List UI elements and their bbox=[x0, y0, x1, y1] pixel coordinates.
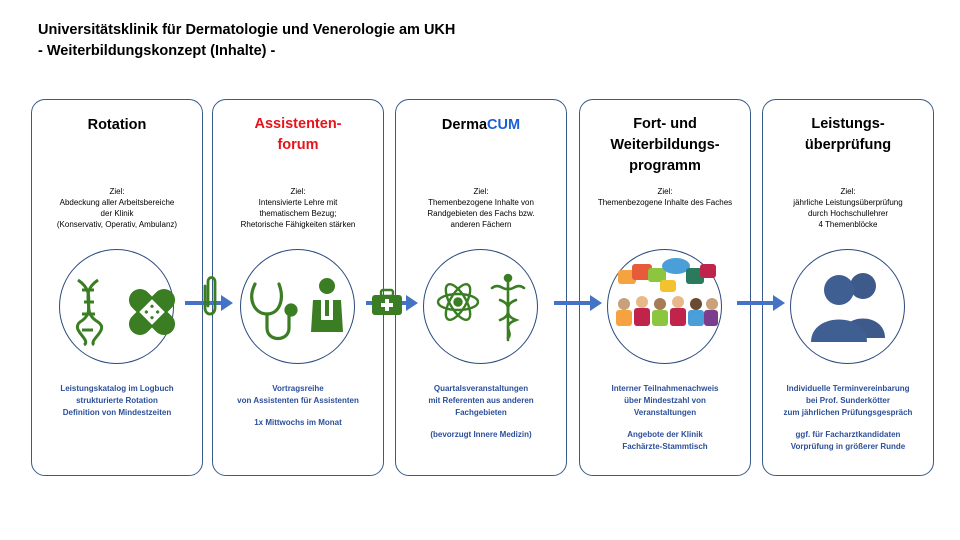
desc-line: ggf. für Facharztkandidaten bbox=[795, 430, 901, 439]
goal-line: durch Hochschullehrer bbox=[807, 209, 889, 218]
card-title: DermaCUM bbox=[396, 115, 566, 136]
speech-bubbles-people-icon bbox=[616, 258, 718, 326]
goal-line: thematischem Bezug; bbox=[259, 209, 337, 218]
desc-line: strukturierte Rotation bbox=[76, 396, 158, 405]
doctor-icon bbox=[311, 278, 343, 332]
goal-text: Ziel: Intensivierte Lehre mit thematisch… bbox=[219, 186, 377, 230]
desc-line: Fachgebieten bbox=[455, 408, 507, 417]
card-rotation: Rotation Ziel: Abdeckung aller Arbeitsbe… bbox=[31, 99, 203, 476]
desc-line: Interner Teilnahmenachweis bbox=[611, 384, 719, 393]
title-prefix: Derma bbox=[441, 117, 488, 133]
desc-line: Definition von Mindestzeiten bbox=[62, 408, 172, 417]
card-title: Fort- und Weiterbildungs- programm bbox=[580, 114, 750, 177]
goal-label: Ziel: bbox=[840, 187, 856, 196]
card-title-line: Assistenten- bbox=[254, 116, 342, 132]
desc-line: 1x Mittwochs im Monat bbox=[254, 418, 342, 427]
icon-circle bbox=[607, 249, 722, 364]
description: Vortragsreihe von Assistenten für Assist… bbox=[219, 383, 377, 429]
description: Leistungskatalog im Logbuch strukturiert… bbox=[38, 383, 196, 419]
desc-line: zum jährlichen Prüfungsgespräch bbox=[783, 408, 913, 417]
goal-line: Rhetorische Fähigkeiten stärken bbox=[240, 220, 356, 229]
icon-circle bbox=[59, 249, 176, 364]
spacer bbox=[769, 419, 927, 429]
desc-line: Individuelle Terminvereinbarung bbox=[786, 384, 910, 393]
card-title: Rotation bbox=[32, 115, 202, 136]
arrow-3 bbox=[554, 295, 602, 311]
goal-line: Randgebieten des Fachs bzw. bbox=[427, 209, 535, 218]
bandage-icon bbox=[128, 288, 176, 336]
goal-label: Ziel: bbox=[109, 187, 125, 196]
card-title-line: programm bbox=[629, 158, 701, 174]
desc-line: bei Prof. Sunderkötter bbox=[805, 396, 890, 405]
goal-line: Intensivierte Lehre mit bbox=[258, 198, 338, 207]
description: Interner Teilnahmenachweis über Mindestz… bbox=[586, 383, 744, 453]
paperclip-icon bbox=[203, 276, 217, 316]
dna-icon bbox=[76, 278, 104, 347]
spacer bbox=[402, 419, 560, 429]
card-dermacum: DermaCUM Ziel: Themenbezogene Inhalte vo… bbox=[395, 99, 567, 476]
desc-line: von Assistenten für Assistenten bbox=[237, 396, 359, 405]
card-title-line: Rotation bbox=[87, 117, 147, 133]
two-persons-icon bbox=[811, 273, 885, 342]
goal-text: Ziel: jährliche Leistungsüberprüfung dur… bbox=[769, 186, 927, 230]
card-title-line: Leistungs- bbox=[811, 116, 885, 132]
goal-line: 4 Themenblöcke bbox=[818, 220, 878, 229]
atom-icon bbox=[436, 283, 480, 321]
desc-line: Quartalsveranstaltungen bbox=[433, 384, 529, 393]
medical-bag-icon bbox=[372, 288, 402, 315]
arrow-4 bbox=[737, 295, 785, 311]
page-title: Universitätsklinik für Dermatologie und … bbox=[38, 20, 455, 62]
goal-label: Ziel: bbox=[657, 187, 673, 196]
goal-line: jährliche Leistungsüberprüfung bbox=[793, 198, 903, 207]
icon-circle bbox=[240, 249, 355, 364]
goal-label: Ziel: bbox=[473, 187, 489, 196]
desc-line: Angebote der Klinik bbox=[627, 430, 703, 439]
caduceus-icon bbox=[490, 273, 526, 342]
card-assistentenforum: Assistenten- forum Ziel: Intensivierte L… bbox=[212, 99, 384, 476]
desc-line: Leistungskatalog im Logbuch bbox=[60, 384, 174, 393]
goal-line: anderen Fächern bbox=[450, 220, 512, 229]
card-title: Assistenten- forum bbox=[213, 114, 383, 156]
desc-line: Vortragsreihe bbox=[272, 384, 324, 393]
goal-label: Ziel: bbox=[290, 187, 306, 196]
desc-line: mit Referenten aus anderen bbox=[428, 396, 534, 405]
stethoscope-icon bbox=[250, 282, 298, 341]
icon-circle bbox=[790, 249, 905, 364]
description: Quartalsveranstaltungen mit Referenten a… bbox=[402, 383, 560, 441]
desc-line: (bevorzugt Innere Medizin) bbox=[430, 430, 532, 439]
spacer bbox=[219, 407, 377, 417]
goal-line: der Klinik bbox=[100, 209, 134, 218]
goal-line: Themenbezogene Inhalte von bbox=[428, 198, 534, 207]
desc-line: über Mindestzahl von bbox=[624, 396, 706, 405]
goal-text: Ziel: Abdeckung aller Arbeitsbereiche de… bbox=[38, 186, 196, 230]
goal-line: Themenbezogene Inhalte des Faches bbox=[597, 198, 733, 207]
card-title-line: Fort- und bbox=[633, 116, 697, 132]
description: Individuelle Terminvereinbarung bei Prof… bbox=[769, 383, 927, 453]
goal-line: (Konservativ, Operativ, Ambulanz) bbox=[56, 220, 178, 229]
card-title-line: forum bbox=[277, 137, 319, 153]
card-leistungsueberpruefung: Leistungs- überprüfung Ziel: jährliche L… bbox=[762, 99, 934, 476]
card-title-line: überprüfung bbox=[804, 137, 892, 153]
desc-line: Veranstaltungen bbox=[633, 408, 697, 417]
card-weiterbildungsprogramm: Fort- und Weiterbildungs- programm Ziel:… bbox=[579, 99, 751, 476]
goal-text: Ziel: Themenbezogene Inhalte von Randgeb… bbox=[402, 186, 560, 230]
desc-line: Vorprüfung in größerer Runde bbox=[790, 442, 906, 451]
spacer bbox=[586, 419, 744, 429]
goal-line: Abdeckung aller Arbeitsbereiche bbox=[59, 198, 175, 207]
goal-text: Ziel: Themenbezogene Inhalte des Faches bbox=[586, 186, 744, 208]
title-line-2: - Weiterbildungskonzept (Inhalte) - bbox=[38, 43, 276, 59]
card-title: Leistungs- überprüfung bbox=[763, 114, 933, 156]
title-suffix: CUM bbox=[487, 117, 521, 133]
card-title-line: Weiterbildungs- bbox=[610, 137, 720, 153]
icon-circle bbox=[423, 249, 538, 364]
desc-line: Fachärzte-Stammtisch bbox=[622, 442, 708, 451]
title-line-1: Universitätsklinik für Dermatologie und … bbox=[38, 22, 456, 38]
